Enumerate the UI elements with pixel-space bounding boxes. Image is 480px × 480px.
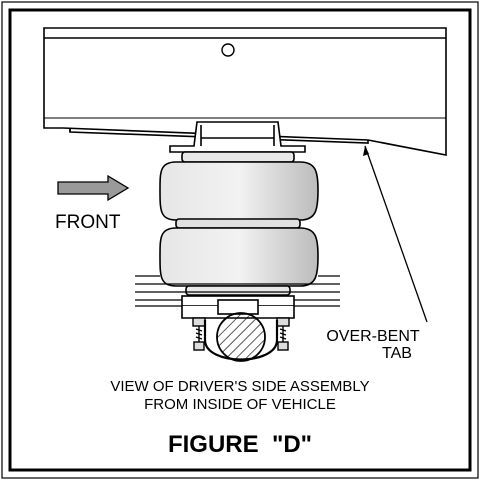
lower-bracket <box>181 295 295 319</box>
figure-title: FIGURE "D" <box>168 431 312 458</box>
arrow-right-icon <box>57 174 130 202</box>
view-caption-line1: VIEW OF DRIVER'S SIDE ASSEMBLY <box>110 378 369 395</box>
tab-label-line1: OVER-BENT <box>326 328 420 345</box>
air-spring <box>159 151 319 296</box>
view-caption-line2: FROM INSIDE OF VEHICLE <box>144 396 336 413</box>
axle-tube <box>216 312 266 362</box>
inner-border <box>8 8 472 472</box>
tab-leader-line <box>364 145 428 323</box>
front-label: FRONT <box>55 212 121 233</box>
frame-rail <box>43 27 447 156</box>
upper-bracket <box>169 121 306 153</box>
tab-label-line2: TAB <box>382 345 412 362</box>
frame-hole <box>221 43 235 57</box>
